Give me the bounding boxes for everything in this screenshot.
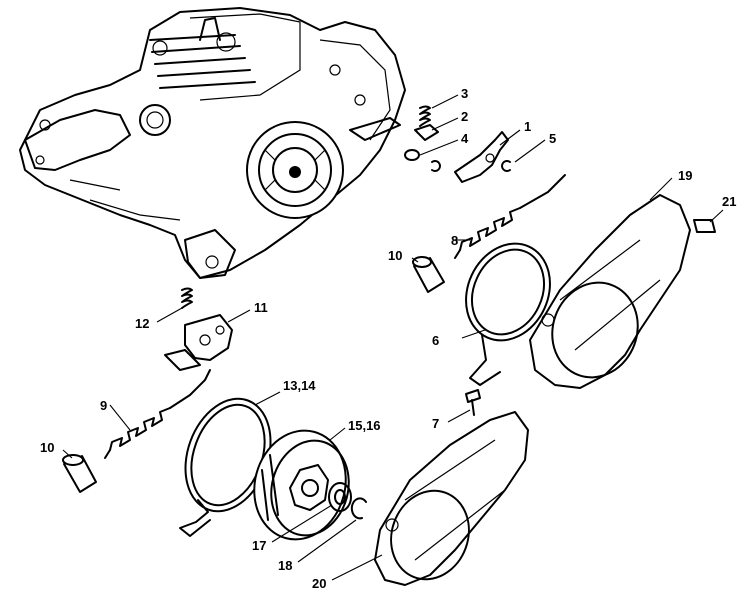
- callout-3: 3: [461, 86, 468, 101]
- callout-15-16: 15,16: [348, 418, 381, 433]
- callout-10-right: 10: [388, 248, 402, 263]
- sprocket-cover-20: [374, 411, 529, 586]
- sleeve-left: [62, 454, 97, 493]
- callout-19: 19: [678, 168, 692, 183]
- sprocket-cover-19: [529, 194, 691, 389]
- leader-lines: [62, 94, 724, 581]
- lever-assembly-11: [164, 314, 233, 371]
- brake-band-right: [465, 242, 551, 386]
- engine-housing: [19, 7, 406, 279]
- sleeve-right: [412, 256, 445, 293]
- callout-4: 4: [461, 131, 469, 146]
- callout-11: 11: [254, 300, 268, 315]
- spring-12: [181, 287, 193, 309]
- callout-8: 8: [451, 233, 458, 248]
- callout-6: 6: [432, 333, 439, 348]
- screw-21: [693, 219, 716, 233]
- callout-18: 18: [278, 558, 292, 573]
- brake-spring-right: [454, 174, 566, 259]
- callout-5: 5: [549, 131, 556, 146]
- e-clip-18: [350, 497, 367, 520]
- callout-21: 21: [722, 194, 736, 209]
- callout-10-left: 10: [40, 440, 54, 455]
- callout-7: 7: [432, 416, 439, 431]
- screw-7: [465, 389, 481, 416]
- brake-spring-left: [104, 369, 211, 459]
- clutch-drum: [253, 429, 350, 541]
- callout-1: 1: [524, 119, 531, 134]
- callout-2: 2: [461, 109, 468, 124]
- callout-9: 9: [100, 398, 107, 413]
- callout-20: 20: [312, 576, 326, 591]
- callout-labels: 3 2 4 1 5 8 10 6 7 19 21 11 12 9 13,14 1…: [40, 86, 736, 591]
- washer-17: [328, 482, 352, 512]
- chain-brake-lever-parts: [404, 105, 511, 183]
- callout-13-14: 13,14: [283, 378, 316, 393]
- callout-17: 17: [252, 538, 266, 553]
- callout-12: 12: [135, 316, 149, 331]
